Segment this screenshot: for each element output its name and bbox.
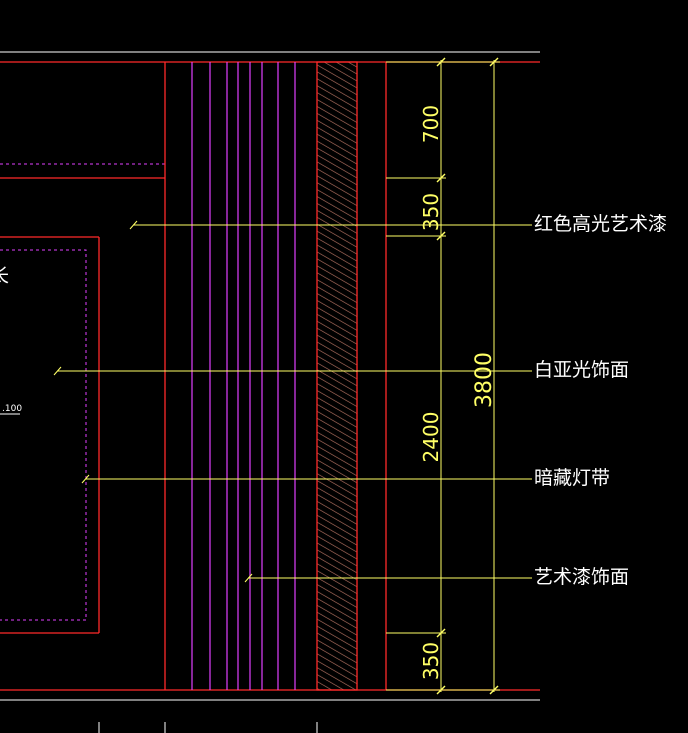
- label-white-matte-finish: 白亚光饰面: [534, 359, 629, 381]
- dim-tick: [436, 173, 446, 183]
- dim-tick: [436, 231, 446, 241]
- dim-2400: 2400: [419, 412, 443, 463]
- hatched-strip: [316, 61, 358, 691]
- dim-700: 700: [419, 105, 443, 143]
- dim-tick: [489, 685, 499, 695]
- label-hidden-light-strip: 暗藏灯带: [534, 467, 610, 489]
- label-red-gloss-paint: 红色高光艺术漆: [534, 213, 667, 235]
- dim-tick: [436, 685, 446, 695]
- dim-3800: 3800: [472, 352, 497, 408]
- dim-tick: [489, 57, 499, 67]
- leader-tick: [129, 220, 138, 230]
- cut-glyph: 长: [0, 265, 9, 287]
- leader-tick: [244, 573, 253, 583]
- leader-tick: [81, 474, 90, 484]
- scale-fragment: .100: [2, 404, 22, 414]
- dim-tick: [436, 628, 446, 638]
- leader-tick: [53, 366, 62, 376]
- dim-350-bottom: 350: [419, 642, 443, 680]
- dim-tick: [436, 57, 446, 67]
- label-art-paint-finish: 艺术漆饰面: [534, 566, 629, 588]
- light-strip-outline: [0, 249, 87, 621]
